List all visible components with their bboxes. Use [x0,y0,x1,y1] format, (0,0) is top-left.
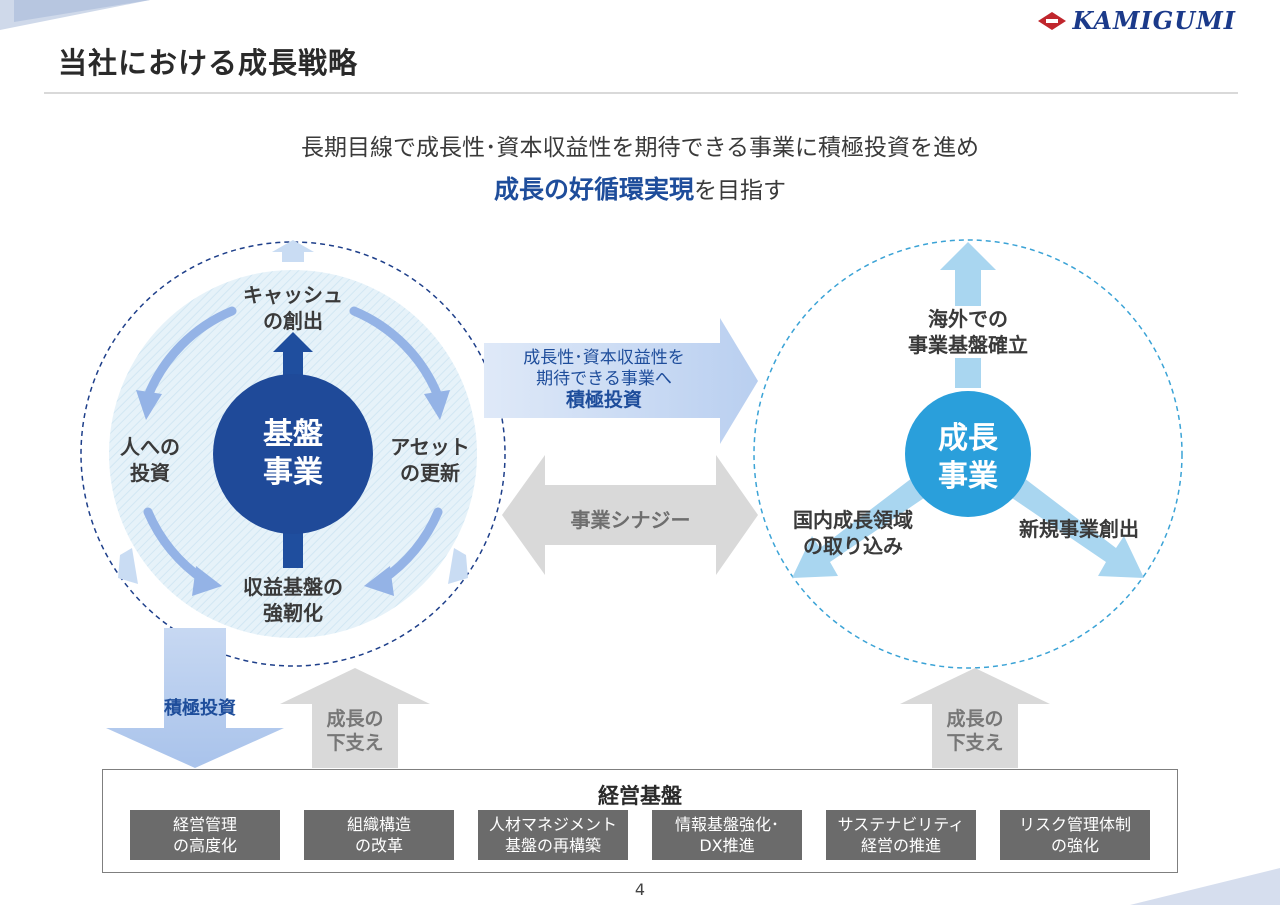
label-line: アセット [390,435,470,459]
label-line: の取り込み [803,534,903,558]
management-base-item: 情報基盤強化･ DX推進 [652,810,802,860]
management-base-item: サステナビリティ 経営の推進 [826,810,976,860]
support-arrow-right [900,668,1050,768]
label-line: 事業基盤確立 [908,333,1028,357]
growth-business-core [905,391,1031,517]
lead-rest: を目指す [694,178,786,204]
investment-down-label: 積極投資 [164,698,236,719]
item-line: リスク管理体制 [1018,815,1131,834]
investment-line-1: 成長性･資本収益性を [523,348,685,368]
title-divider [44,92,1238,94]
core-line-1: 成長 [938,421,998,456]
outward-arrow-right [448,548,468,584]
investment-line-3: 積極投資 [565,389,642,411]
overseas-base-label: 海外での 事業基盤確立 [878,306,1058,358]
item-line: 情報基盤強化･ [674,815,779,834]
management-base-item: 人材マネジメント 基盤の再構築 [478,810,628,860]
growth-business-label: 成長 事業 [903,420,1033,496]
asset-renewal-label: アセット の更新 [380,434,480,486]
growth-arrow-right [1012,478,1144,578]
label-line: 下支え [326,732,384,754]
page-title: 当社における成長戦略 [58,46,359,80]
outward-arrow-top [272,240,314,262]
item-line: サステナビリティ [837,815,965,834]
page-number: 4 [634,880,646,899]
core-line-2: 事業 [263,455,323,490]
label-line: 国内成長領域 [793,508,913,532]
management-base-item: リスク管理体制 の強化 [1000,810,1150,860]
synergy-arrow [502,455,758,575]
core-line-1: 基盤 [263,417,323,452]
item-line: 組織構造 [346,815,411,834]
item-line: の強化 [1050,836,1099,855]
company-logo: KAMIGUMI [1038,6,1236,35]
label-line: 成長の [326,708,384,730]
domestic-growth-label: 国内成長領域 の取り込み [778,507,928,559]
investment-arrow-label: 成長性･資本収益性を 期待できる事業へ 積極投資 [484,348,724,412]
item-line: DX推進 [699,836,755,855]
label-line: 人への [120,435,180,459]
label-line: 収益基盤の [243,575,343,599]
label-line: 新規事業創出 [1019,517,1139,541]
logo-text: KAMIGUMI [1072,6,1236,35]
item-line: の改革 [354,836,403,855]
investment-down-arrow [106,628,284,768]
management-base-panel: 経営基盤 経営管理 の高度化 組織構造 の改革 人材マネジメント 基盤の再構築 … [102,769,1178,873]
label-line: 下支え [946,732,1004,754]
investment-arrow [484,318,758,444]
cash-creation-label: キャッシュ の創出 [213,282,373,334]
lead-line-2: 成長の好循環実現を目指す [0,170,1280,206]
investment-line-2: 期待できる事業へ [536,369,672,389]
item-line: 経営の推進 [860,836,941,855]
base-business-label: 基盤 事業 [213,416,373,492]
label-line: 投資 [130,461,170,485]
support-arrow-left [280,668,430,768]
lead-highlight: 成長の好循環実現 [493,175,694,204]
earnings-base-label: 収益基盤の 強靭化 [213,574,373,626]
new-business-label: 新規事業創出 [1004,516,1154,542]
item-line: 基盤の再構築 [504,836,601,855]
label-line: の創出 [263,309,323,333]
support-left-label: 成長の 下支え [312,707,398,755]
people-investment-label: 人への 投資 [100,434,200,486]
logo-mark-icon [1038,11,1067,30]
lead-line-1: 長期目線で成長性･資本収益性を期待できる事業に積極投資を進め [300,135,980,161]
label-line: の更新 [400,461,460,485]
management-base-item: 経営管理 の高度化 [130,810,280,860]
label-line: 海外での [928,307,1008,331]
item-line: 経営管理 [172,815,237,834]
growth-arrow-left [792,478,924,578]
management-base-title: 経営基盤 [598,784,682,808]
synergy-label: 事業シナジー [570,508,691,532]
base-business-core [213,374,373,534]
management-base-item: 組織構造 の改革 [304,810,454,860]
item-line: 人材マネジメント [488,815,617,834]
core-line-2: 事業 [938,459,998,494]
outward-arrow-left [118,548,138,584]
label-line: 成長の [946,708,1004,730]
label-line: 強靭化 [263,601,323,625]
support-right-label: 成長の 下支え [932,707,1018,755]
item-line: の高度化 [172,836,237,855]
label-line: キャッシュ [243,283,343,307]
